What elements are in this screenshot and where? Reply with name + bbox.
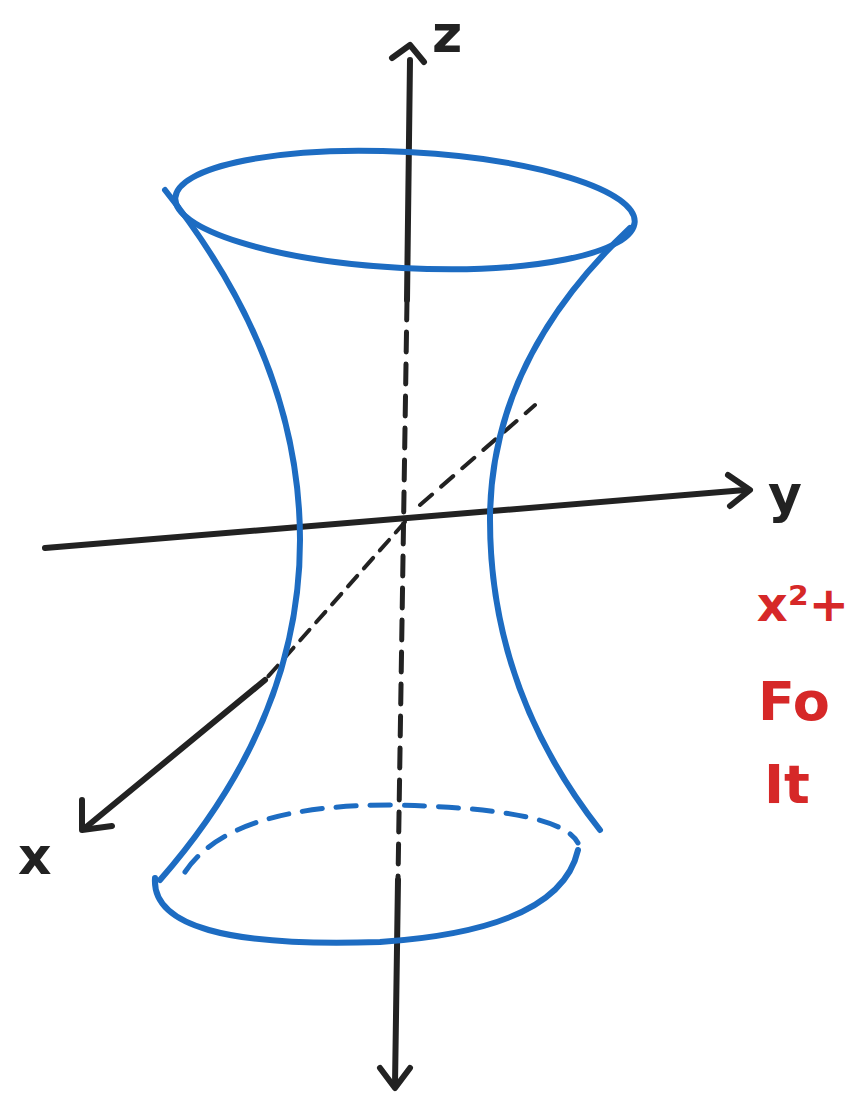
top-ellipse bbox=[172, 140, 637, 280]
y-axis bbox=[45, 490, 745, 548]
x-axis-back bbox=[420, 405, 535, 505]
arrowhead bbox=[380, 1068, 410, 1088]
bottom-ellipse-back bbox=[185, 805, 578, 872]
axis-label: z bbox=[432, 8, 462, 60]
bottom-ellipse-front bbox=[155, 850, 578, 943]
z-axis bbox=[395, 880, 398, 1085]
right-profile bbox=[490, 228, 630, 830]
x-axis bbox=[85, 680, 265, 828]
arrowhead bbox=[392, 45, 424, 62]
axis-label: x bbox=[18, 830, 52, 882]
z-axis-hidden bbox=[398, 300, 407, 880]
left-profile bbox=[160, 190, 300, 880]
arrowhead bbox=[82, 800, 112, 830]
z-axis bbox=[407, 60, 410, 300]
axis-label: y bbox=[768, 468, 802, 520]
note-text: It bbox=[764, 758, 810, 812]
note-text: Fo bbox=[758, 675, 830, 729]
note-text: x²+ bbox=[757, 580, 849, 628]
arrowhead bbox=[728, 475, 750, 506]
